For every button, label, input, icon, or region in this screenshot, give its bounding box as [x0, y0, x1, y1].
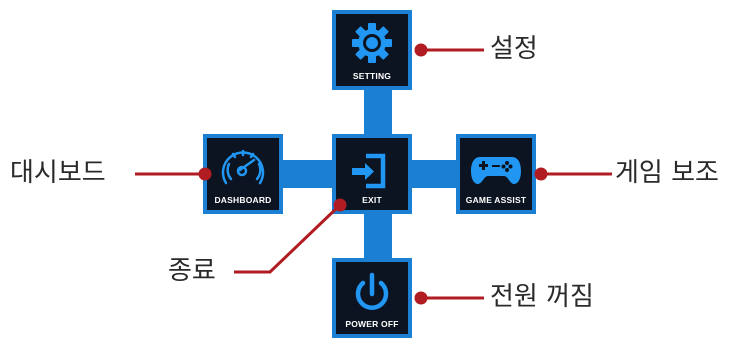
power-off-callout-text: 전원 꺼짐 — [490, 282, 594, 312]
setting-button[interactable]: SETTING — [332, 10, 412, 90]
dashboard-label: DASHBOARD — [214, 195, 272, 205]
speedometer-icon — [221, 149, 265, 185]
game-assist-button[interactable]: GAME ASSIST — [456, 134, 536, 214]
gear-icon — [352, 23, 392, 63]
setting-label: SETTING — [352, 71, 392, 81]
power-off-callout-dot — [414, 291, 428, 305]
power-off-label: POWER OFF — [345, 319, 399, 329]
game-assist-label: GAME ASSIST — [465, 195, 527, 205]
setting-callout-text: 설정 — [490, 34, 538, 64]
dashboard-callout-text: 대시보드 — [10, 158, 106, 188]
game-assist-callout-text: 게임 보조 — [615, 158, 719, 188]
exit-callout-dot — [333, 198, 347, 212]
exit-button[interactable]: EXIT — [332, 134, 412, 214]
game-assist-callout-dot — [534, 167, 548, 181]
power-off-button[interactable]: POWER OFF — [332, 258, 412, 338]
setting-callout-dot — [414, 43, 428, 57]
exit-callout-text: 종료 — [168, 256, 216, 286]
exit-icon — [352, 153, 386, 189]
gamepad-icon — [471, 157, 521, 184]
exit-callout-line — [234, 203, 342, 274]
exit-label: EXIT — [362, 195, 382, 205]
power-icon — [355, 272, 389, 310]
dashboard-button[interactable]: DASHBOARD — [203, 134, 283, 214]
dashboard-callout-dot — [198, 167, 212, 181]
